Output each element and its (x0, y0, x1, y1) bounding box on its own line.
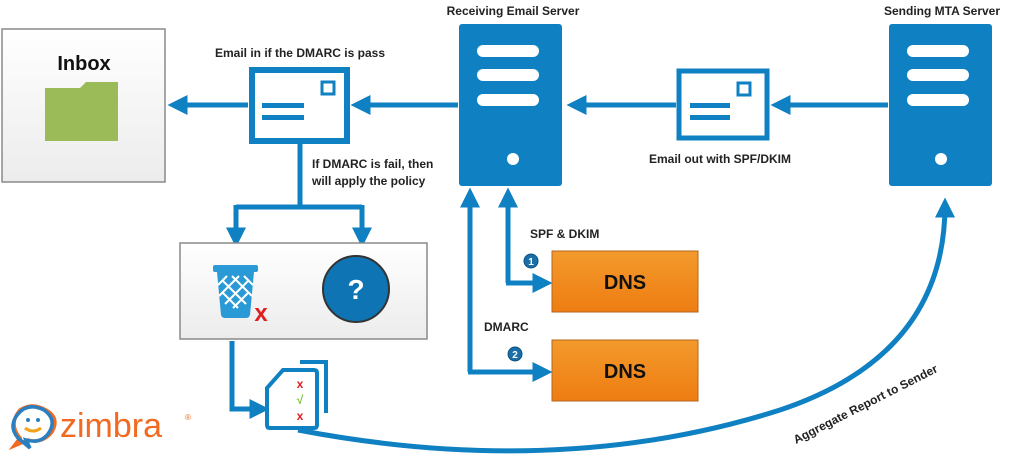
label-sending-server: Sending MTA Server (884, 4, 1000, 18)
step-2-badge: 2 (507, 346, 523, 362)
arrow-policy-to-report (229, 341, 270, 419)
label-email-out: Email out with SPF/DKIM (649, 152, 791, 166)
smiley-chat-icon (8, 404, 57, 451)
svg-text:x: x (254, 300, 268, 327)
question-icon: ? (322, 255, 390, 323)
svg-text:1: 1 (528, 257, 534, 268)
report-document-icon: x √ x (265, 360, 328, 430)
svg-text:®: ® (185, 413, 191, 422)
policy-box: x ? (179, 242, 428, 340)
label-dmarc: DMARC (484, 320, 529, 334)
step-1-badge: 1 (523, 253, 539, 269)
label-email-in-pass: Email in if the DMARC is pass (215, 46, 385, 60)
svg-text:DNS: DNS (604, 272, 646, 294)
label-receiving-server: Receiving Email Server (447, 4, 580, 18)
trash-reject-icon: x (213, 265, 268, 327)
envelope-icon-outgoing (676, 68, 770, 141)
svg-text:x: x (297, 377, 304, 391)
svg-text:x: x (297, 409, 304, 423)
zimbra-logo: zimbra ® (8, 404, 191, 451)
fail-branch-connector (226, 144, 372, 248)
svg-text:DNS: DNS (604, 361, 646, 383)
inbox-box: Inbox (1, 28, 166, 183)
aggregate-report-arrow (297, 197, 955, 454)
label-spf-dkim: SPF & DKIM (530, 227, 599, 241)
label-dmarc-fail-1: If DMARC is fail, then (312, 157, 433, 171)
sending-server-icon (889, 24, 992, 186)
dns-box-1: DNS (551, 250, 699, 313)
receiving-server-icon (459, 24, 562, 186)
dns-box-2: DNS (551, 339, 699, 402)
svg-text:√: √ (297, 393, 304, 407)
label-dmarc-fail-2: will apply the policy (311, 174, 426, 188)
svg-text:?: ? (347, 274, 364, 305)
folder-icon (45, 82, 118, 141)
svg-text:2: 2 (512, 350, 518, 361)
inbox-title: Inbox (57, 53, 110, 75)
svg-text:zimbra: zimbra (60, 407, 162, 445)
label-aggregate-report: Aggregate Report to Sender (791, 361, 940, 446)
envelope-icon-incoming (249, 67, 350, 144)
